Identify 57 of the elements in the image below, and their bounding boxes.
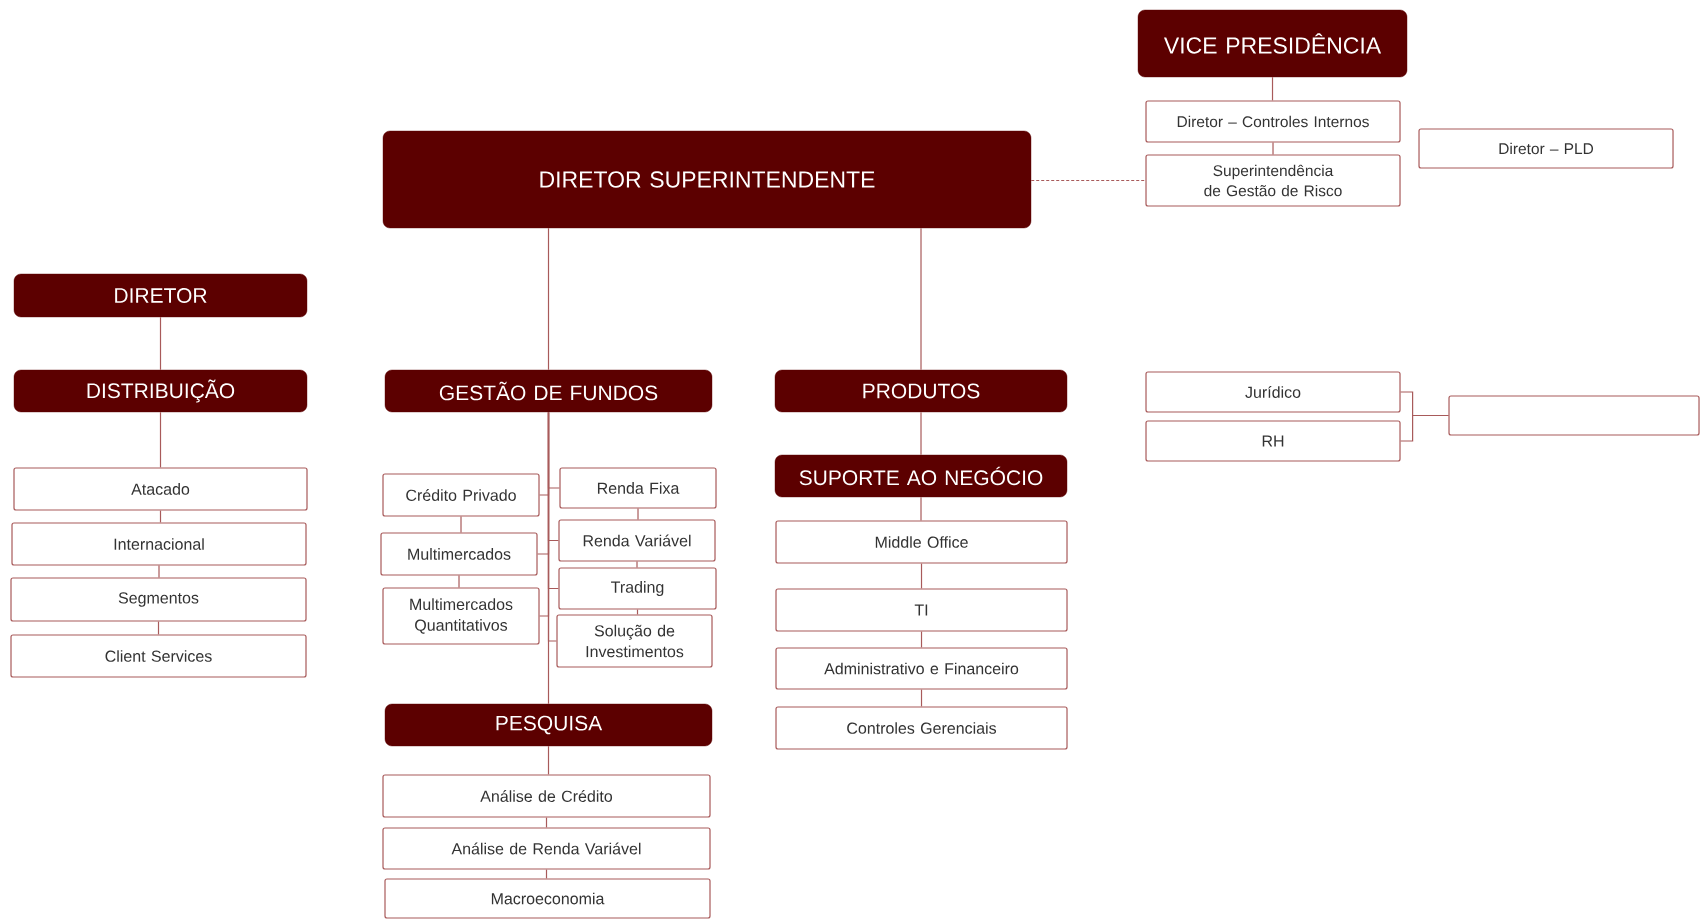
connector-line	[1400, 414, 1449, 442]
connector-line	[547, 227, 550, 371]
unit-box: Diretor – Controles Internos	[1145, 100, 1401, 143]
unit-box: Análise de Crédito	[382, 774, 711, 818]
unit-box: Middle Office	[775, 520, 1068, 564]
unit-box: Diretor – PLD	[1418, 128, 1674, 169]
unit-box: Controles Gerenciais	[775, 706, 1068, 750]
unit-box: Multimercados Quantitativos	[382, 587, 540, 645]
header-box: SUPORTE AO NEGÓCIO	[774, 454, 1068, 498]
connector-line	[920, 496, 922, 521]
connector-line	[920, 689, 923, 707]
connector-line	[637, 508, 639, 520]
connector-line	[920, 411, 922, 456]
unit-box: Renda Fixa	[559, 467, 717, 509]
header-box: GESTÃO DE FUNDOS	[384, 369, 713, 413]
connector-line	[545, 869, 548, 879]
unit-box: Administrativo e Financeiro	[775, 647, 1068, 690]
unit-box: Segmentos	[10, 577, 307, 622]
unit-box: Superintendência de Gestão de Risco	[1145, 154, 1401, 207]
header-box: DIRETOR SUPERINTENDENTE	[382, 130, 1032, 229]
connector-line	[636, 561, 638, 568]
unit-box: Renda Variável	[558, 519, 716, 562]
connector-line	[158, 565, 160, 578]
connector-line	[545, 817, 548, 828]
header-box: PESQUISA	[384, 703, 713, 747]
unit-box: Macroeconomia	[384, 878, 711, 919]
unit-box: Crédito Privado	[382, 473, 540, 517]
unit-box: Multimercados	[380, 532, 538, 576]
unit-box: Solução de Investimentos	[556, 614, 713, 668]
connector-line	[920, 563, 923, 589]
unit-box: Análise de Renda Variável	[382, 827, 711, 870]
connector-line	[547, 411, 550, 705]
header-box: PRODUTOS	[774, 369, 1068, 413]
connector-line	[547, 745, 550, 775]
connector-line	[920, 227, 922, 371]
header-box: DISTRIBUIÇÃO	[13, 369, 308, 413]
header-box: VICE PRESIDÊNCIA	[1137, 9, 1408, 78]
connector-line	[159, 411, 162, 468]
connector-line	[920, 631, 923, 648]
connector-line	[159, 510, 162, 523]
unit-box: TI	[775, 588, 1068, 632]
unit-box: Jurídico	[1145, 371, 1401, 413]
unit-box: RH	[1145, 420, 1401, 462]
connector-line	[1271, 76, 1274, 101]
unit-box: Internacional	[11, 522, 307, 566]
connector-line	[460, 516, 462, 533]
connector-line	[157, 621, 160, 635]
unit-box: Atacado	[13, 467, 308, 511]
connector-line	[1272, 142, 1274, 155]
connector-line	[159, 316, 162, 371]
connector-line	[636, 609, 639, 615]
connector-line	[1030, 179, 1146, 182]
unit-box: Client Services	[10, 634, 307, 678]
header-box: DIRETOR	[13, 273, 308, 318]
unit-box: Trading	[558, 567, 717, 610]
box	[1448, 395, 1700, 436]
connector-line	[458, 575, 460, 588]
